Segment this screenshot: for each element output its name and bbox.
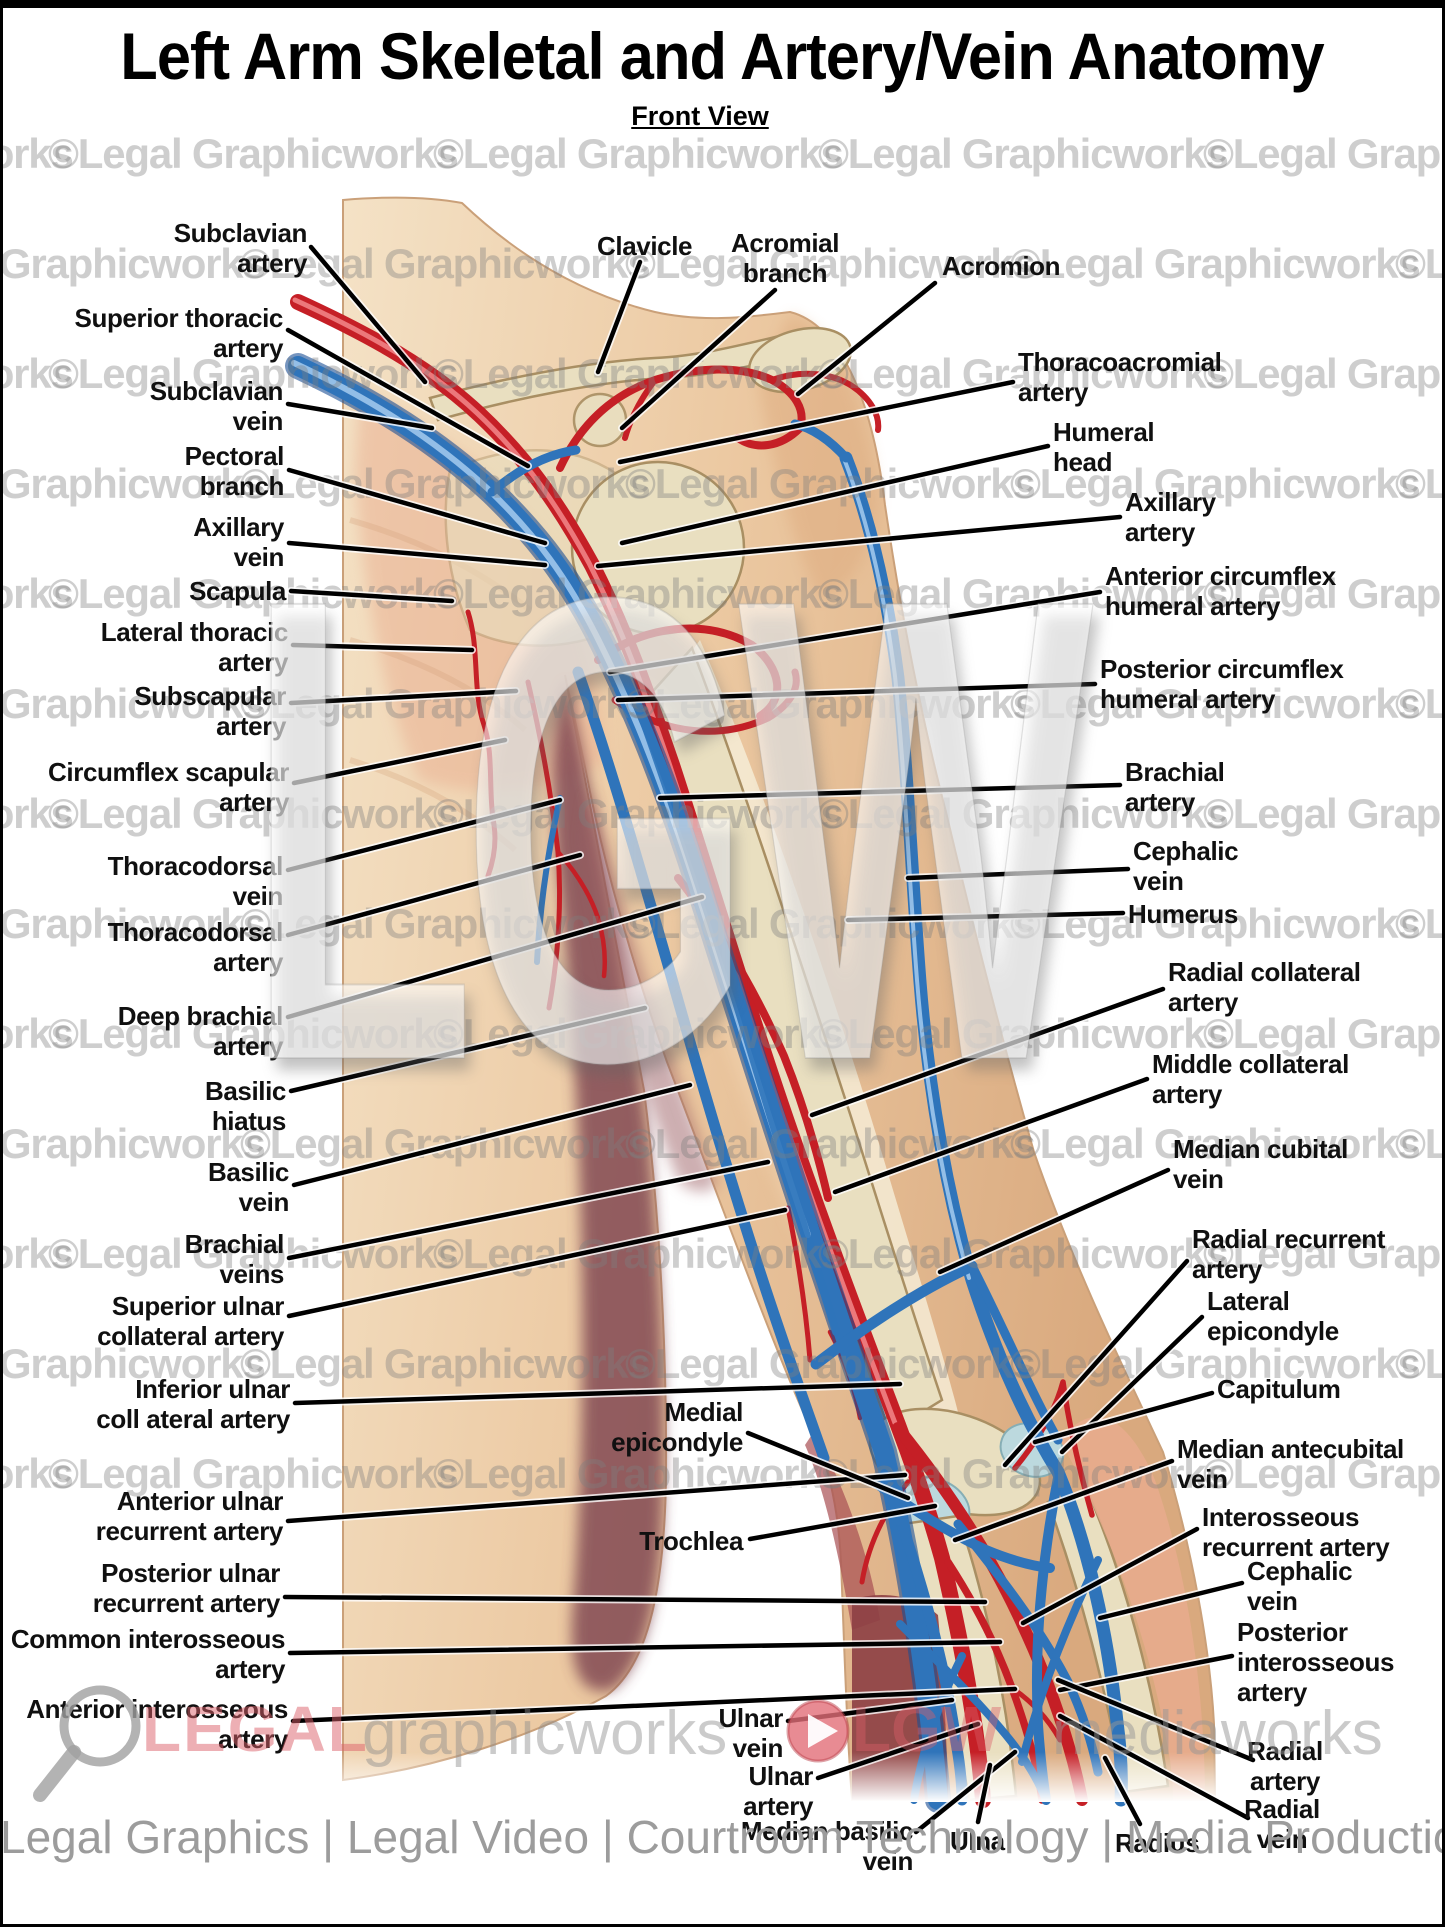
veins xyxy=(285,353,1128,1813)
leader-thoracodorsal-vein xyxy=(285,797,563,873)
leader-subclavian-artery xyxy=(308,244,428,385)
leader-radial-vein xyxy=(1057,1713,1251,1821)
leader-cephalic-vein-upper xyxy=(905,866,1131,881)
leader-humeral-head xyxy=(619,443,1051,546)
leader-common-interosseous-artery xyxy=(287,1639,1003,1656)
leader-interosseous-recurrent-artery xyxy=(1020,1526,1200,1626)
leader-thoracodorsal-artery xyxy=(285,852,583,938)
leader-ulna xyxy=(975,1762,993,1825)
leader-axillary-artery xyxy=(595,514,1123,569)
leader-radial-artery xyxy=(1055,1677,1256,1763)
leader-median-basilic-vein xyxy=(913,1749,1018,1835)
leader-basilic-hiatus xyxy=(288,1005,648,1094)
leader-subscapular-artery xyxy=(288,688,519,706)
leader-median-cubital-vein xyxy=(937,1167,1171,1275)
leader-deep-brachial-artery xyxy=(285,894,705,1020)
leader-cephalic-vein-lower xyxy=(1097,1580,1245,1621)
leader-medial-epicondyle xyxy=(745,1430,911,1501)
leader-acromion xyxy=(795,280,938,397)
leader-brachial-artery xyxy=(657,782,1123,801)
leader-posterior-interosseous-artery xyxy=(1057,1653,1235,1693)
leader-trochlea xyxy=(747,1503,938,1542)
leader-superior-thoracic-artery xyxy=(285,327,531,469)
leader-circumflex-scapular-artery xyxy=(291,737,508,786)
leader-anterior-ulnar-recurrent-artery xyxy=(285,1472,908,1524)
leader-median-antecubital-vein xyxy=(952,1458,1175,1543)
leader-radial-recurrent-artery xyxy=(1002,1258,1190,1468)
leader-clavicle xyxy=(595,259,643,375)
leader-humerus xyxy=(845,910,1126,923)
view-subtitle: Front View xyxy=(631,101,769,131)
leader-posterior-ulnar-recurrent-artery xyxy=(282,1594,988,1605)
leader-thoracoacromial-artery xyxy=(617,379,1016,465)
leader-basilic-vein xyxy=(291,1082,693,1188)
leader-radius xyxy=(1102,1755,1143,1827)
page-title: Left Arm Skeletal and Artery/Vein Anatom… xyxy=(120,19,1325,93)
leader-inferior-ulnar-collateral-artery xyxy=(292,1381,903,1406)
leader-superior-ulnar-collateral-artery xyxy=(286,1207,788,1319)
leader-pectoral-branch xyxy=(286,467,548,546)
bottom-fade xyxy=(330,1752,1230,1802)
leader-posterior-circumflex-humeral-artery xyxy=(615,681,1098,703)
leader-scapula xyxy=(288,588,455,604)
leader-lateral-thoracic-artery xyxy=(290,642,475,653)
leader-acromial-branch xyxy=(619,287,778,431)
leader-anterior-circumflex-humeral-artery xyxy=(607,589,1103,675)
leader-axillary-vein xyxy=(286,540,548,568)
leader-brachial-veins xyxy=(286,1159,771,1261)
leader-ulnar-artery xyxy=(815,1721,981,1781)
leader-subclavian-vein xyxy=(285,401,435,431)
footer-services: Legal Graphics | Legal Video | Courtroom… xyxy=(0,1811,1445,1863)
leader-radial-collateral-artery xyxy=(809,986,1166,1118)
leader-middle-collateral-artery xyxy=(832,1076,1150,1195)
leader-anterior-interosseous-artery xyxy=(290,1686,1018,1724)
leader-capitulum xyxy=(1032,1390,1215,1445)
leader-ulnar-vein xyxy=(785,1697,955,1724)
